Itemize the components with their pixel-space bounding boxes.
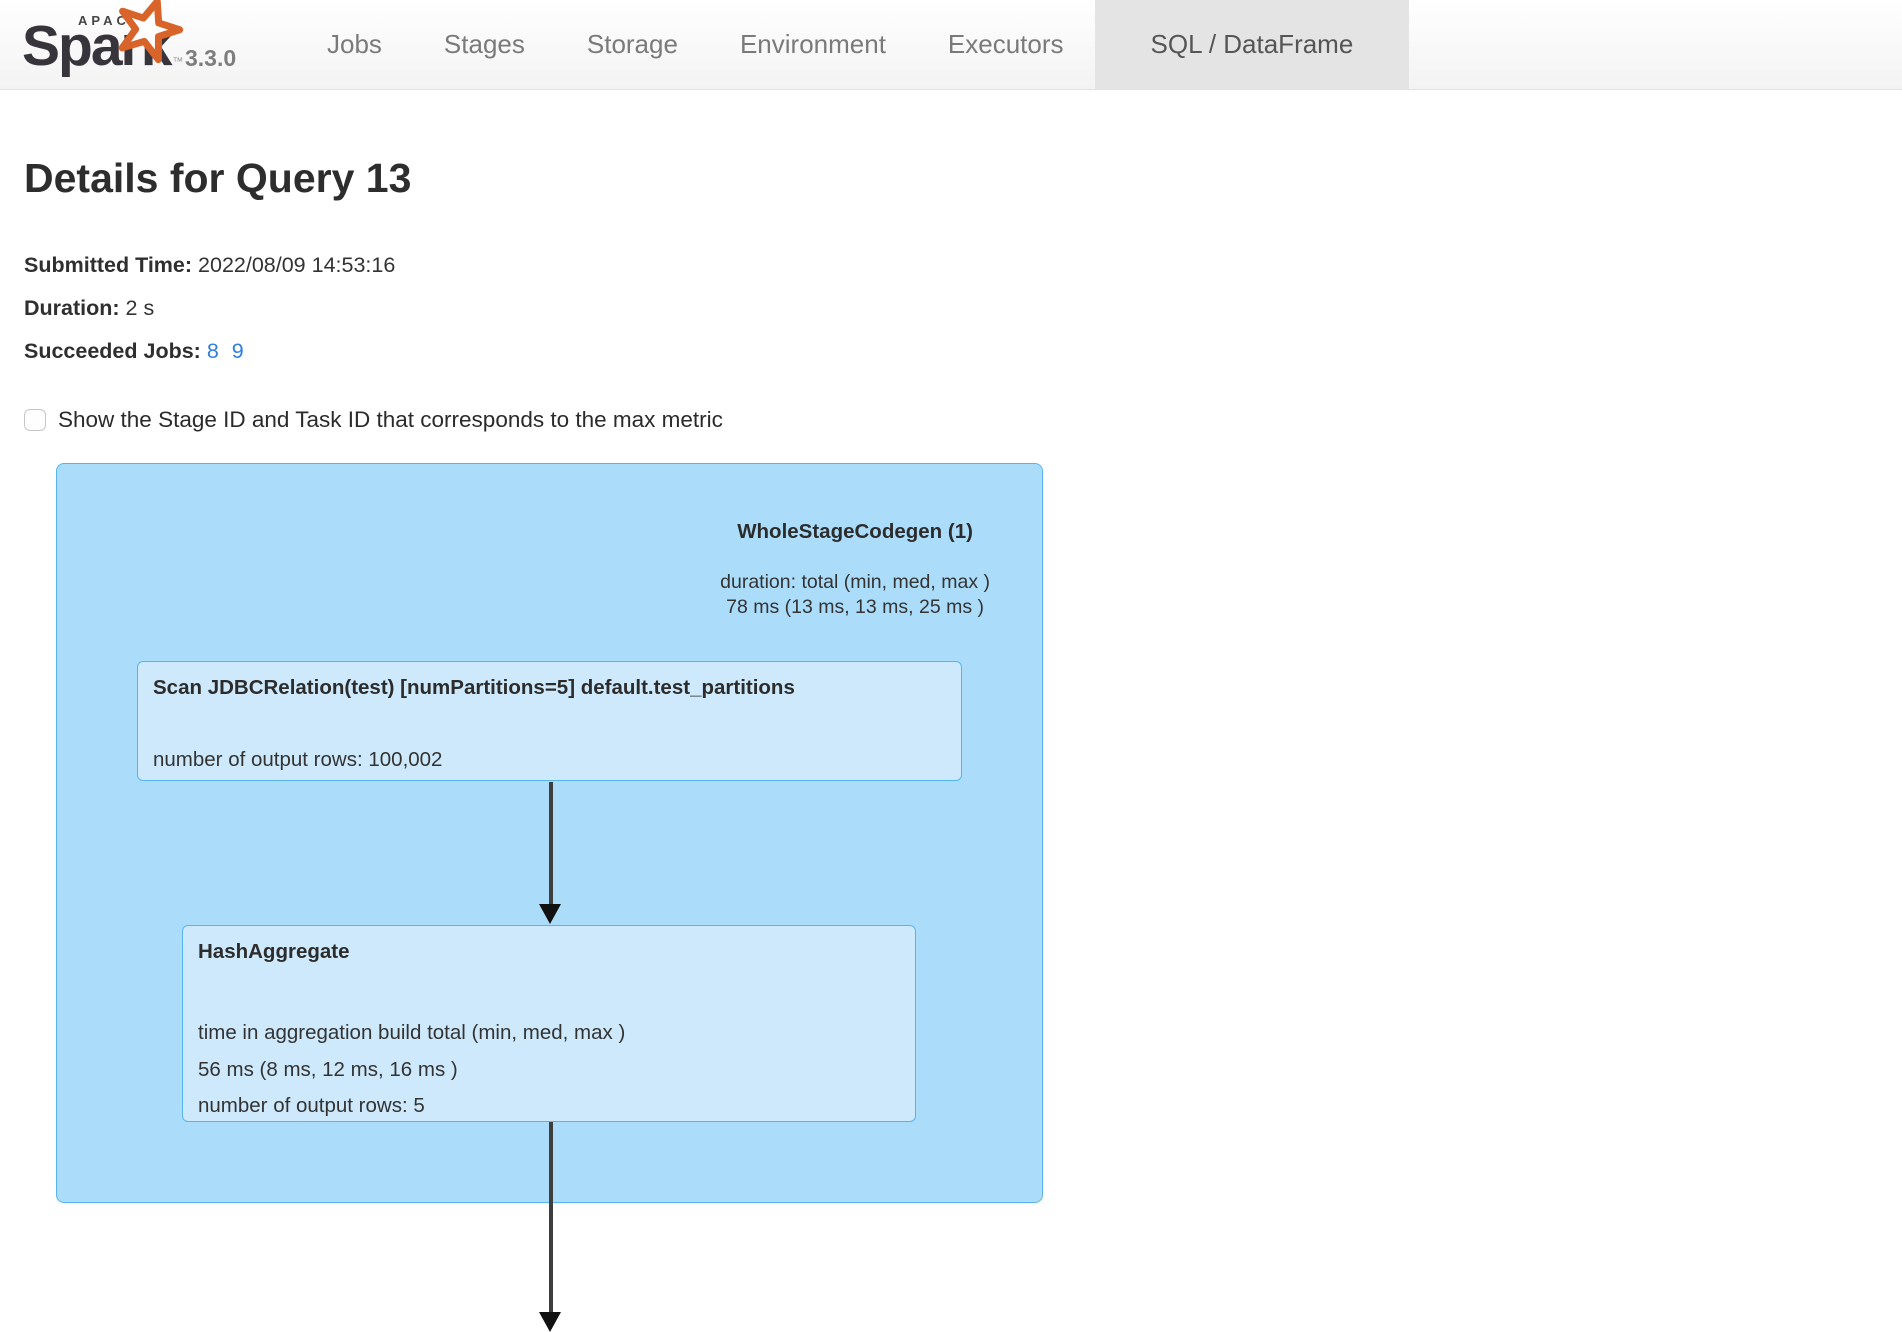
spark-version: 3.3.0: [185, 45, 237, 71]
arrow-down-icon: [539, 1312, 561, 1332]
succeeded-jobs-line: Succeeded Jobs: 8 9: [24, 330, 1902, 373]
cluster-label: WholeStageCodegen (1) duration: total (m…: [720, 520, 990, 620]
nav-tab-stages[interactable]: Stages: [443, 29, 525, 59]
hashaggregate-output-rows: number of output rows: 5: [198, 1094, 425, 1117]
plan-node-scan-jdbcrelation[interactable]: Scan JDBCRelation(test) [numPartitions=5…: [137, 661, 962, 781]
page-title: Details for Query 13: [24, 155, 412, 201]
submitted-time-label: Submitted Time:: [24, 253, 193, 277]
hashaggregate-agg-time-label: time in aggregation build total (min, me…: [198, 1021, 626, 1044]
max-metric-checkbox[interactable]: [24, 409, 46, 431]
cluster-title: WholeStageCodegen (1): [737, 520, 973, 543]
max-metric-checkbox-label: Show the Stage ID and Task ID that corre…: [58, 407, 723, 432]
edge-scan-to-hashaggregate: [549, 782, 553, 904]
trademark-symbol: ™: [172, 56, 183, 68]
edge-hashaggregate-to-next: [549, 1122, 553, 1312]
hashaggregate-agg-time-value: 56 ms (8 ms, 12 ms, 16 ms ): [198, 1057, 458, 1081]
nav-tab-executors[interactable]: Executors: [947, 29, 1064, 59]
duration-label: Duration:: [24, 296, 120, 320]
nav-tab-storage[interactable]: Storage: [586, 29, 678, 59]
submitted-time-line: Submitted Time: 2022/08/09 14:53:16: [24, 244, 1902, 287]
submitted-time-value: 2022/08/09 14:53:16: [198, 253, 396, 277]
duration-line: Duration: 2 s: [24, 287, 1902, 330]
hashaggregate-node-metrics: time in aggregation build total (min, me…: [198, 1015, 900, 1121]
cluster-metric-line-1: duration: total (min, med, max ): [720, 571, 990, 593]
spark-star-icon: [118, 0, 184, 64]
scan-node-metrics: number of output rows: 100,002: [153, 745, 946, 775]
hashaggregate-node-title: HashAggregate: [198, 940, 350, 963]
query-meta: Submitted Time: 2022/08/09 14:53:16 Dura…: [24, 244, 1902, 373]
duration-value: 2 s: [125, 296, 155, 320]
job-link-9[interactable]: 9: [231, 339, 244, 363]
job-link-8[interactable]: 8: [206, 339, 219, 363]
scan-node-title: Scan JDBCRelation(test) [numPartitions=5…: [153, 676, 795, 699]
nav-tab-sql-dataframe[interactable]: SQL / DataFrame: [1094, 0, 1410, 89]
plan-node-hashaggregate[interactable]: HashAggregate time in aggregation build …: [182, 925, 916, 1122]
nav-tab-jobs[interactable]: Jobs: [327, 29, 382, 59]
nav-tab-environment[interactable]: Environment: [739, 29, 886, 59]
succeeded-jobs-label: Succeeded Jobs:: [24, 339, 201, 363]
cluster-metric-line-2: 78 ms (13 ms, 13 ms, 25 ms ): [726, 596, 985, 618]
nav-tabs: Jobs Stages Storage Environment Executor…: [296, 0, 1410, 89]
arrow-down-icon: [539, 904, 561, 924]
max-metric-checkbox-row: Show the Stage ID and Task ID that corre…: [24, 407, 1902, 433]
scan-output-rows: number of output rows: 100,002: [153, 748, 443, 771]
